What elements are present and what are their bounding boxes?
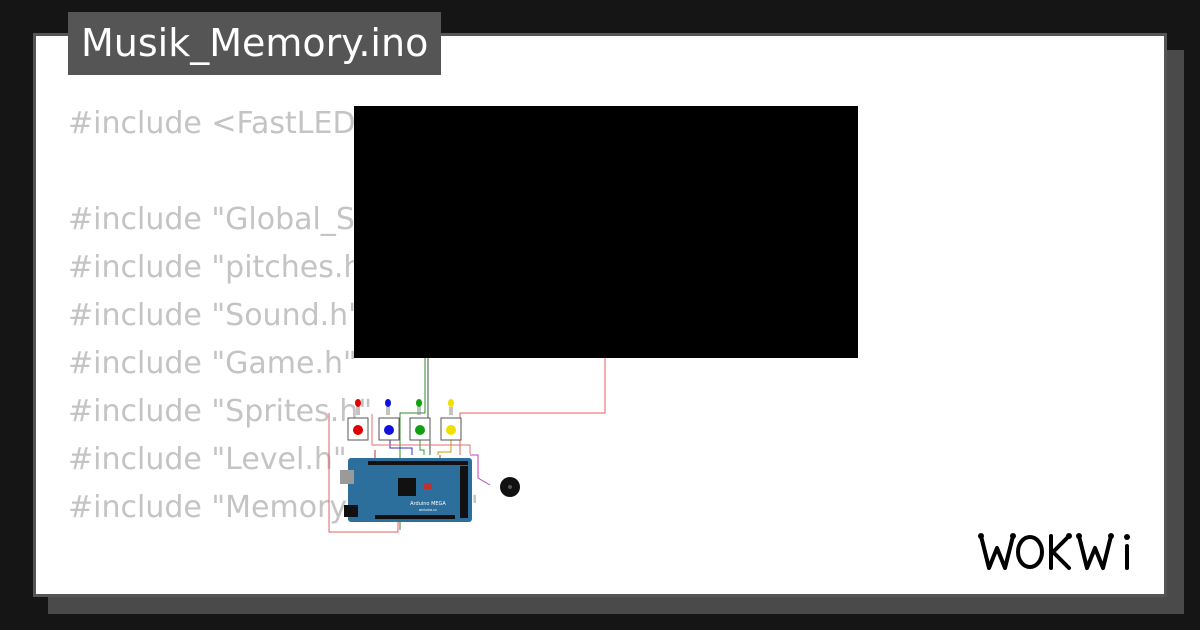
pushbutton-blue	[378, 417, 400, 441]
pushbutton-red	[347, 417, 369, 441]
pushbuttons	[347, 417, 462, 441]
wokwi-logo[interactable]	[975, 526, 1155, 576]
board-label: Arduino MEGA	[410, 501, 446, 507]
code-line: #include "Sound.h"	[68, 298, 362, 333]
file-title: Musik_Memory.ino	[68, 12, 442, 75]
code-line: #include "pitches.h"	[68, 250, 377, 285]
arduino-mega-board: Arduino MEGA arduino.cc	[340, 458, 472, 522]
board-sublabel: arduino.cc	[419, 508, 437, 512]
led-yellow-icon	[448, 399, 454, 415]
circuit-simulation: Arduino MEGA arduino.cc	[328, 106, 858, 533]
led-matrix-display	[354, 106, 858, 358]
code-line: #include "Sprites.h"	[68, 394, 373, 429]
pushbutton-yellow	[440, 417, 462, 441]
led-red-icon	[355, 399, 361, 415]
led-blue-icon	[385, 399, 391, 415]
pushbutton-green	[409, 417, 431, 441]
buzzer-icon	[500, 477, 520, 497]
code-line: #include "Level.h"	[68, 442, 347, 477]
led-green-icon	[416, 399, 422, 415]
indicator-leds	[355, 399, 454, 415]
code-line: #include "Game.h"	[68, 346, 357, 381]
